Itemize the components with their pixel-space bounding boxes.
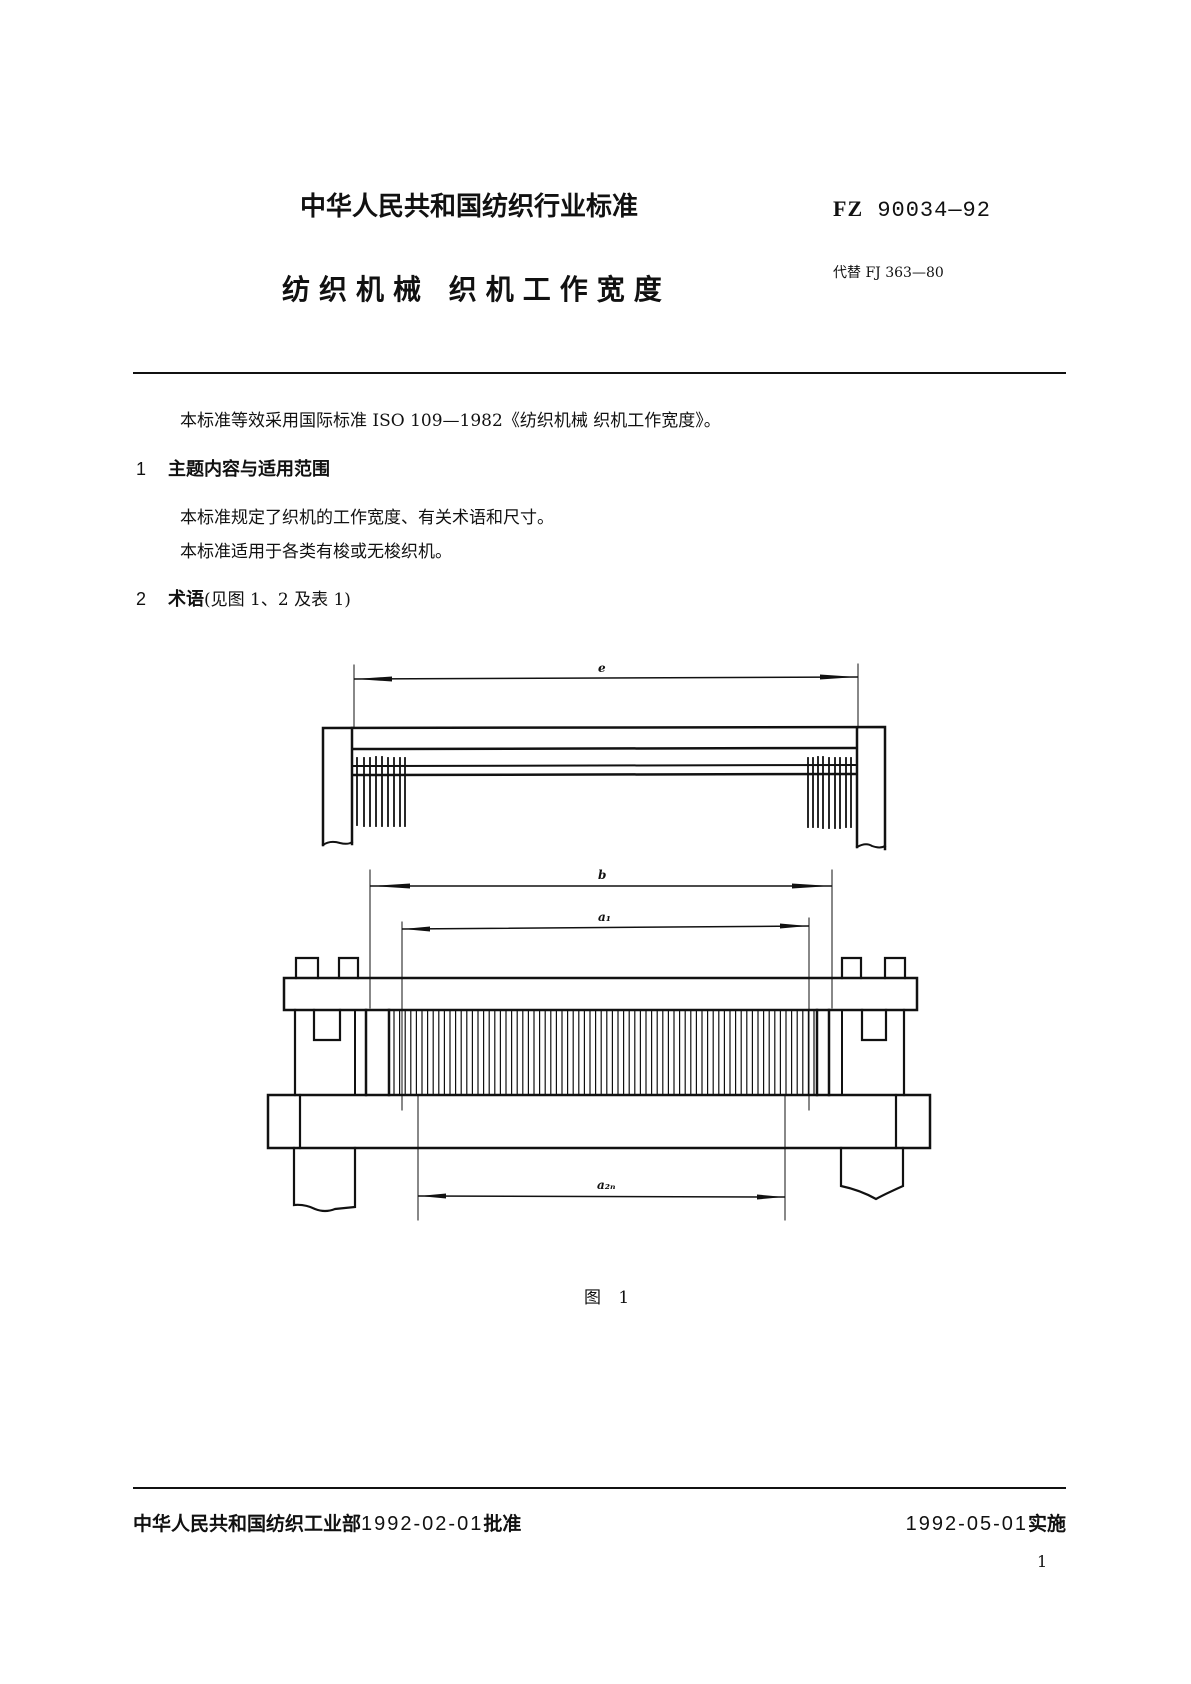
approval-line: 中华人民共和国纺织工业部1992-02-01批准 [133, 1509, 521, 1536]
effective-date: 1992-05-01 [905, 1513, 1028, 1535]
dimension-label-e: e [598, 661, 606, 675]
section-1-heading: 1 主题内容与适用范围 [136, 455, 330, 481]
document-title: 纺织机械 织机工作宽度 [282, 273, 671, 306]
dimension-label-a1: a₁ [598, 910, 611, 924]
effective-line: 1992-05-01实施 [906, 1509, 1066, 1536]
standard-code: FZ 90034—92 [833, 196, 991, 223]
section-1-paragraph-2: 本标准适用于各类有梭或无梭织机。 [180, 542, 452, 562]
approved-date: 1992-02-01 [361, 1513, 484, 1535]
issuer: 中华人民共和国纺织工业部 [133, 1513, 362, 1535]
footer-rule [133, 1487, 1066, 1489]
header-rule [133, 372, 1066, 374]
section-2-heading: 2 术语(见图 1、2 及表 1) [136, 585, 351, 611]
dimension-label-a2: a₂ₙ [597, 1178, 616, 1192]
reed-wires [393, 1010, 815, 1095]
page-number: 1 [1037, 1552, 1048, 1571]
intro-paragraph: 本标准等效采用国际标准 ISO 109—1982《纺织机械 织机工作宽度》。 [180, 411, 721, 431]
section-number: 2 [136, 589, 147, 609]
section-1-paragraph-1: 本标准规定了织机的工作宽度、有关术语和尺寸。 [180, 508, 554, 528]
section-title: 主题内容与适用范围 [168, 459, 330, 480]
approved-label: 批准 [483, 1513, 522, 1535]
top-view [321, 663, 887, 851]
standard-code-prefix: FZ [833, 196, 864, 221]
dimension-label-b: b [598, 868, 606, 882]
section-title-suffix: (见图 1、2 及表 1) [204, 590, 351, 610]
issuing-organization: 中华人民共和国纺织行业标准 [300, 192, 639, 222]
front-view [266, 869, 932, 1221]
section-title: 术语 [168, 589, 204, 610]
figure-caption: 图 1 [584, 1288, 636, 1308]
standard-code-number: 90034—92 [877, 198, 991, 223]
section-number: 1 [136, 459, 147, 479]
effective-label: 实施 [1027, 1513, 1066, 1535]
replaces-note: 代替 FJ 363—80 [833, 265, 944, 281]
